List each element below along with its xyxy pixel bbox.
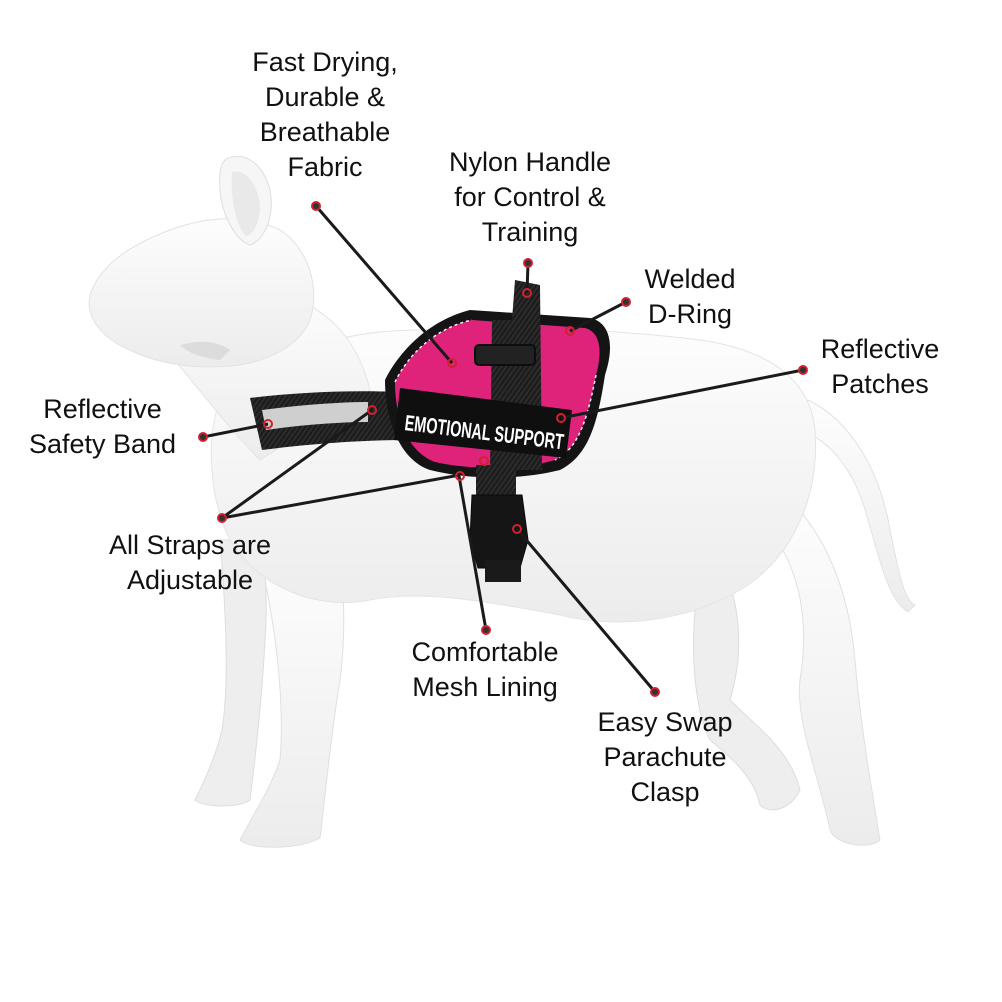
callout-dots xyxy=(198,201,808,697)
callout-handle: Nylon Handle for Control & Training xyxy=(425,145,635,250)
callout-line: Comfortable xyxy=(411,637,559,667)
callout-line: Fabric xyxy=(287,152,363,182)
callout-line: Parachute xyxy=(603,742,727,772)
callout-line: Mesh Lining xyxy=(412,672,558,702)
callout-line: D-Ring xyxy=(647,299,733,329)
callout-line: Patches xyxy=(831,369,929,399)
callout-straps: All Straps are Adjustable xyxy=(90,528,290,598)
callout-line: Clasp xyxy=(630,777,700,807)
callout-line: Reflective xyxy=(43,394,162,424)
callout-line: for Control & xyxy=(454,182,606,212)
callout-line: All Straps are xyxy=(108,530,272,560)
callout-line: Training xyxy=(481,217,579,247)
callout-mesh: Comfortable Mesh Lining xyxy=(395,635,575,705)
callout-line: Reflective xyxy=(820,334,940,364)
callout-d-ring: Welded D-Ring xyxy=(630,262,750,332)
callout-safety-band: Reflective Safety Band xyxy=(10,392,195,462)
callout-reflective-patches: Reflective Patches xyxy=(805,332,955,402)
callout-line: Easy Swap xyxy=(597,707,733,737)
callout-fabric: Fast Drying, Durable & Breathable Fabric xyxy=(225,45,425,185)
leader-lines xyxy=(202,205,804,693)
callout-line: Durable & xyxy=(264,82,386,112)
callout-line: Nylon Handle xyxy=(448,147,612,177)
harness: EMOTIONAL SUPPORT xyxy=(250,280,610,582)
callout-line: Welded xyxy=(644,264,736,294)
callout-line: Adjustable xyxy=(126,565,254,595)
callout-clasp: Easy Swap Parachute Clasp xyxy=(585,705,745,810)
callout-line: Safety Band xyxy=(28,429,177,459)
callout-line: Breathable xyxy=(259,117,391,147)
callout-line: Fast Drying, xyxy=(252,47,398,77)
